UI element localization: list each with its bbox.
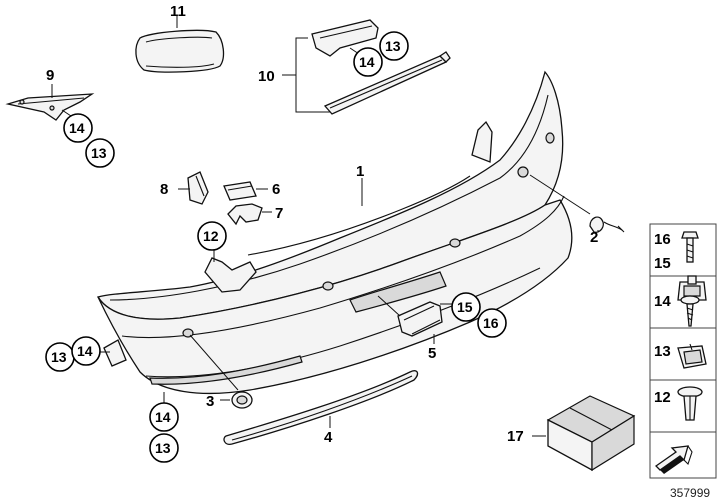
svg-text:14: 14 — [77, 343, 93, 359]
svg-text:12: 12 — [654, 389, 671, 406]
svg-text:14: 14 — [654, 293, 671, 310]
legend-row-16-bolt[interactable]: 16 — [654, 231, 699, 263]
callout-bottom-13[interactable]: 13 — [149, 433, 179, 463]
part-4-trim-strip[interactable] — [223, 370, 419, 445]
part-5-tow-eye-cover[interactable] — [397, 301, 443, 337]
part-8-spacer[interactable] — [187, 171, 209, 205]
callout-left-14[interactable]: 14 — [71, 336, 110, 366]
label-5: 5 — [428, 345, 436, 362]
svg-text:15: 15 — [457, 299, 473, 315]
label-8: 8 — [160, 181, 168, 198]
callout-12[interactable]: 12 — [197, 221, 227, 262]
leader-2-in — [529, 174, 591, 215]
part-3-pdc-sensor[interactable] — [231, 391, 253, 409]
svg-text:13: 13 — [654, 343, 671, 360]
part-9-bracket[interactable] — [5, 93, 95, 121]
svg-text:14: 14 — [359, 54, 375, 70]
callout-bottom-14[interactable]: 14 — [149, 392, 179, 432]
svg-text:13: 13 — [91, 145, 107, 161]
svg-text:16: 16 — [654, 231, 671, 248]
label-11: 11 — [170, 3, 186, 20]
callout-16[interactable]: 16 — [477, 308, 507, 338]
part-11-cover[interactable] — [135, 29, 225, 73]
part-10-guide-rail[interactable] — [311, 19, 451, 115]
label-2: 2 — [590, 229, 598, 246]
legend-row-12-expanding-rivet[interactable]: 12 — [654, 386, 703, 421]
callout-left-13[interactable]: 13 — [45, 342, 75, 372]
part-6-clip[interactable] — [223, 181, 257, 201]
leader-5-in — [377, 295, 401, 317]
fastener-legend — [649, 223, 717, 479]
part-7-holder[interactable] — [227, 203, 263, 226]
svg-text:16: 16 — [483, 315, 499, 331]
label-1: 1 — [356, 163, 364, 180]
legend-row-15-nut[interactable]: 15 — [654, 255, 707, 301]
legend-row-arrow — [654, 445, 693, 474]
svg-text:13: 13 — [385, 38, 401, 54]
part-17-box[interactable] — [546, 395, 636, 472]
bracket-10 — [282, 37, 330, 113]
legend-row-14-screw[interactable]: 14 — [654, 293, 700, 327]
svg-text:13: 13 — [51, 349, 67, 365]
callout-15[interactable]: 15 — [440, 292, 481, 322]
svg-text:14: 14 — [69, 120, 85, 136]
leader-3-in — [189, 334, 239, 391]
callout-10-14[interactable]: 14 — [349, 47, 383, 77]
label-17: 17 — [507, 428, 524, 445]
part-2-cable-cap[interactable] — [589, 216, 625, 233]
label-6: 6 — [272, 181, 280, 198]
svg-text:13: 13 — [155, 440, 171, 456]
svg-text:15: 15 — [654, 255, 671, 272]
callout-9-14[interactable]: 14 — [61, 109, 93, 143]
label-3: 3 — [206, 393, 214, 410]
callout-10-13[interactable]: 13 — [379, 31, 409, 61]
svg-text:12: 12 — [203, 228, 219, 244]
legend-row-13-clip-nut[interactable]: 13 — [654, 343, 707, 369]
label-4: 4 — [324, 429, 333, 446]
label-9: 9 — [46, 67, 54, 84]
label-10: 10 — [258, 68, 275, 85]
callout-9-13[interactable]: 13 — [85, 138, 115, 168]
rear-bumper-trim-panel[interactable] — [96, 70, 573, 395]
svg-text:14: 14 — [155, 409, 171, 425]
document-number: 357999 — [670, 486, 710, 500]
label-7: 7 — [275, 205, 283, 222]
